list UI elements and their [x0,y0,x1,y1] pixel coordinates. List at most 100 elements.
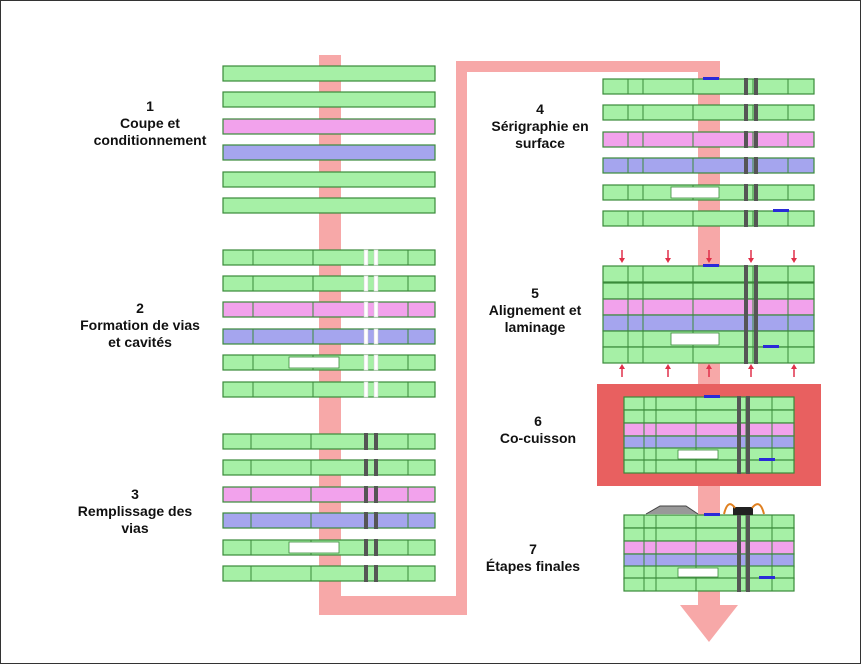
via-filled [754,131,758,148]
sheet-body [623,553,795,568]
flow-segment-up [456,61,467,615]
conductor-pad [703,77,719,80]
sheet-body [623,435,795,450]
sheet-body [623,527,795,542]
via-filled [754,184,758,201]
green-sheet [222,275,436,292]
via-filled [374,565,378,582]
via-filled [737,514,741,529]
via-filled [746,459,750,474]
cavity [288,541,340,554]
cavity [670,186,720,199]
press-arrowhead [619,258,625,263]
step-number: 4 [536,101,544,117]
bond-wire [751,503,765,515]
via-filled [754,314,758,332]
conductor-pad [703,264,719,267]
blue-sheet [222,144,436,161]
via-filled [374,486,378,503]
via-filled [744,131,748,148]
blue-sheet [602,314,815,332]
step-title-line2: conditionnement [93,132,207,148]
green-sheet [623,513,795,529]
sheet-body [222,144,436,161]
via-filled [746,540,750,555]
sheet-body [222,301,436,318]
via-filled [364,539,368,556]
via-filled [737,396,741,411]
green-sheet [222,249,436,266]
via-filled [737,409,741,424]
via-filled [737,540,741,555]
via-hole [363,354,369,371]
green-sheet [222,459,436,476]
via-filled [744,282,748,300]
press-arrowhead [791,258,797,263]
step-number: 3 [131,486,139,502]
press-arrowhead [665,258,671,263]
flow-arrowhead [680,605,738,642]
via-filled [374,512,378,529]
via-filled [746,577,750,592]
green-sheet [623,395,795,411]
step-number: 5 [531,285,539,301]
sheet-body [602,298,815,316]
green-sheet [602,77,815,95]
via-filled [754,210,758,227]
conductor-pad [759,458,775,461]
cavity [670,332,720,346]
green-sheet [222,354,436,371]
via-filled [754,346,758,364]
via-filled [374,433,378,450]
via-filled [754,157,758,174]
sheet-body [623,540,795,555]
via-filled [744,298,748,316]
via-filled [744,157,748,174]
green-sheet [222,539,436,556]
sheet-body [602,346,815,364]
green-sheet [623,527,795,542]
sheet-body [222,328,436,345]
via-filled [744,210,748,227]
via-filled [744,78,748,95]
green-sheet [222,565,436,582]
pink-sheet [222,486,436,503]
sheet-body [222,91,436,108]
via-hole [373,354,379,371]
via-filled [364,565,368,582]
via-filled [754,282,758,300]
sheet-body [222,65,436,82]
surface-component [645,505,699,515]
via-filled [737,422,741,437]
step-title-line2: surface [515,135,565,151]
green-sheet [602,209,815,227]
sheet-body [623,514,795,529]
sheet-body [222,171,436,188]
step-2-label: 2 Formation de vias et cavités [60,300,220,351]
via-filled [744,265,748,283]
press-arrowhead [748,364,754,369]
sheet-body [222,275,436,292]
via-filled [737,447,741,462]
cavity [677,567,719,578]
step-title-line1: Sérigraphie en [491,118,589,134]
green-sheet [623,447,795,462]
via-filled [754,298,758,316]
blue-sheet [602,157,815,174]
via-filled [737,565,741,580]
conductor-pad [704,395,720,398]
via-filled [746,435,750,450]
step-5-label: 5 Alignement et laminage [470,285,600,336]
via-filled [364,459,368,476]
via-filled [746,565,750,580]
conductor-pad [763,345,779,348]
step-title-line1: Remplissage des [77,503,193,519]
via-hole [373,275,379,292]
conductor-pad [704,513,720,516]
press-arrowhead [706,364,712,369]
green-sheet [602,282,815,300]
sheet-body [222,381,436,398]
sheet-body [602,104,815,121]
sheet-body [222,249,436,266]
sheet-body [222,197,436,214]
